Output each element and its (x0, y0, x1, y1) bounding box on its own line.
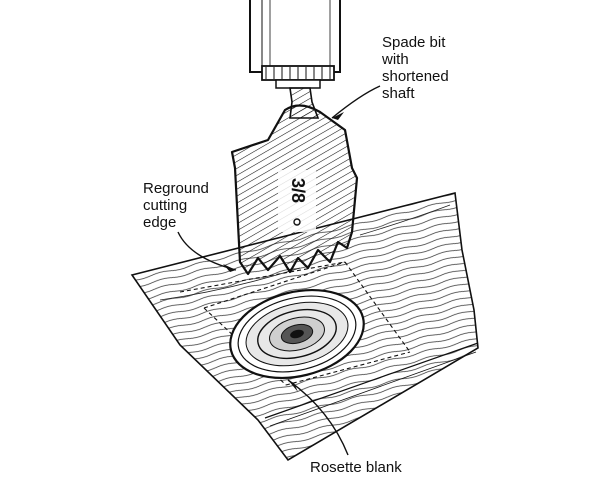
rosette-blank (229, 288, 365, 380)
leader-spade-bit (331, 85, 381, 119)
leader-arrowheads (223, 112, 344, 392)
bit-size-marking: 3/8 (288, 178, 308, 203)
leader-rosette-blank (287, 379, 349, 456)
label-cutting-edge: Reground cutting edge (143, 180, 209, 231)
label-spade-bit: Spade bit with shortened shaft (382, 34, 449, 102)
spade-bit (230, 87, 359, 276)
bit-hole (293, 218, 301, 226)
arrowhead-rosette-blank (288, 380, 298, 392)
arrowhead-cutting-edge (223, 264, 236, 272)
drill-chuck (249, 0, 341, 89)
label-rosette-blank: Rosette blank (310, 459, 402, 476)
arrowhead-spade-bit (332, 112, 344, 120)
